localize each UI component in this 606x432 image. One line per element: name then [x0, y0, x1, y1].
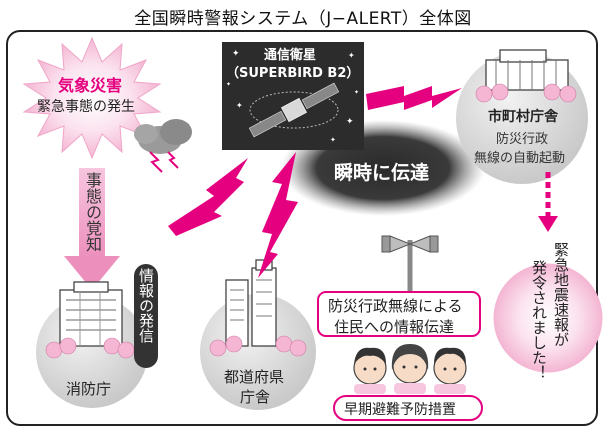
satellite-subtitle: （SUPERBIRD B2） — [226, 66, 360, 81]
eew-circle — [493, 263, 603, 373]
info-send-bolt — [168, 158, 248, 236]
eew-arrow — [538, 172, 558, 232]
sat-to-city-bolt — [366, 86, 462, 110]
eew-line1: 緊急地震速報が — [552, 242, 570, 347]
storm-cloud-icon — [134, 119, 192, 173]
awareness-arrow — [64, 168, 120, 290]
cityhall-name: 市町村庁舎 — [488, 109, 558, 125]
early-pill — [333, 395, 483, 421]
pref-line1: 都道府県 — [224, 368, 285, 386]
loudspeaker-icon — [381, 235, 439, 300]
awareness-label: 事態の覚知 — [83, 172, 102, 252]
cityhall-building-icon — [475, 49, 577, 103]
instant-label: 瞬時に伝達 — [334, 162, 430, 184]
satellite-panel: ✦✦ ✦✦ ✦✦ ✦✦ — [222, 42, 364, 150]
disaster-title: 気象災害 — [58, 76, 123, 95]
early-label: 早期避難予防措置 — [344, 402, 456, 418]
cityhall-line1: 防災行政 — [496, 132, 549, 147]
disaster-subtitle: 緊急事態の発生 — [37, 99, 135, 115]
diagram-frame — [6, 30, 598, 426]
svg-text:✦: ✦ — [348, 51, 355, 60]
satellite-title: 通信衛星 — [264, 48, 317, 63]
residents-box — [317, 291, 481, 337]
disaster-burst — [22, 36, 162, 160]
svg-text:✦: ✦ — [236, 101, 243, 110]
residents-line1: 防災行政無線による — [328, 297, 463, 315]
svg-text:✦: ✦ — [330, 136, 336, 144]
svg-text:✦: ✦ — [226, 81, 231, 88]
pref-line2: 庁舎 — [240, 388, 271, 406]
fire-dept-label: 消防庁 — [66, 380, 112, 398]
info-send-pill — [134, 264, 158, 368]
cityhall-line2: 無線の自動起動 — [474, 151, 566, 166]
residents-line2: 住民への情報伝達 — [334, 318, 455, 336]
pref-building-icon — [209, 259, 307, 357]
eew-line2: 発令されました！ — [530, 260, 548, 380]
fire-dept-building-icon — [45, 281, 135, 359]
page-title: 全国瞬時警報システム（J−ALERT）全体図 — [134, 9, 472, 29]
residents-icon — [353, 344, 467, 394]
info-send-label: 情報の発信 — [137, 268, 155, 343]
svg-text:✦: ✦ — [232, 49, 240, 59]
svg-text:✦: ✦ — [346, 117, 354, 127]
svg-text:✦: ✦ — [354, 89, 359, 96]
satellite-icon — [248, 82, 340, 138]
sat-to-pref-bolt — [258, 152, 298, 278]
